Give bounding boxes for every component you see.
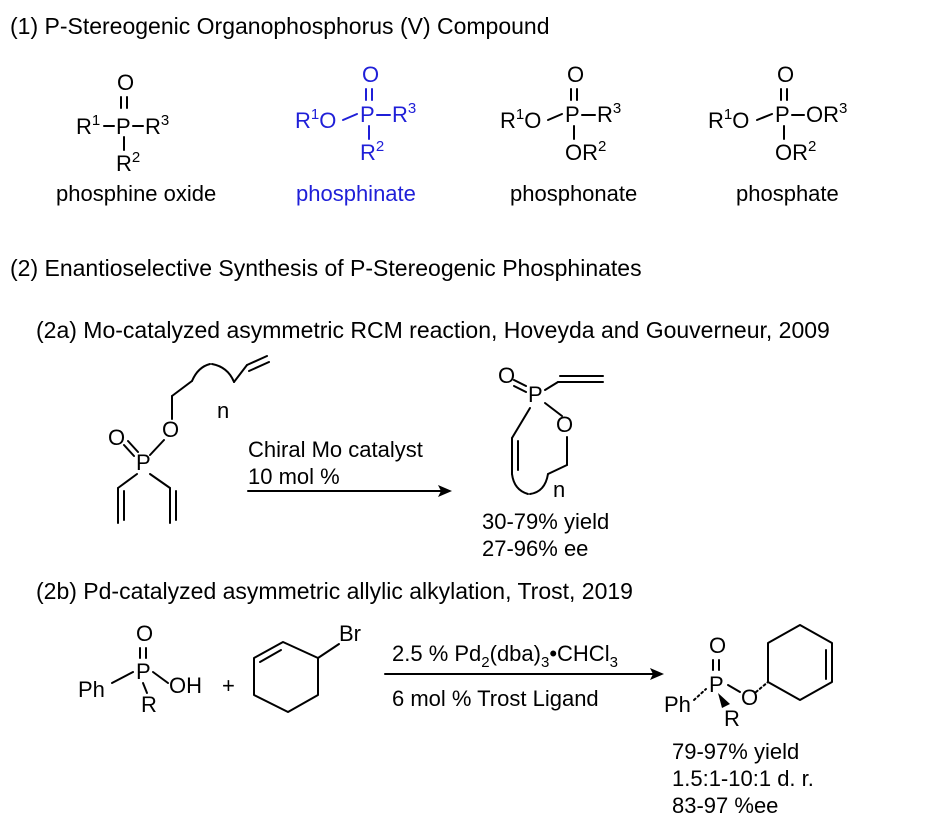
svg-text:R: R — [724, 706, 740, 731]
svg-text:n: n — [217, 398, 229, 423]
svg-text:R2: R2 — [360, 138, 384, 165]
rcm-product-structure: O P O n — [498, 363, 604, 502]
aaa-result-dr: 1.5:1-10:1 d. r. — [672, 766, 814, 791]
svg-text:n: n — [553, 477, 565, 502]
phosphinic-acid-structure: O P Ph OH R — [78, 621, 202, 717]
aaa-result-ee: 83-97 %ee — [672, 793, 778, 818]
compound-label-phosphonate: phosphonate — [510, 181, 637, 206]
svg-text:Ph: Ph — [78, 677, 105, 702]
svg-text:O: O — [777, 62, 794, 87]
compound-label-phosphate: phosphate — [736, 181, 839, 206]
svg-text:O: O — [498, 363, 515, 388]
svg-text:O: O — [117, 70, 134, 95]
compound-label-phosphine-oxide: phosphine oxide — [56, 181, 216, 206]
aaa-reaction-arrow — [384, 668, 664, 680]
svg-text:R2: R2 — [116, 149, 140, 176]
compound-label-phosphinate: phosphinate — [296, 181, 416, 206]
svg-text:R1O: R1O — [500, 106, 541, 133]
section2b-title: (2b) Pd-catalyzed asymmetric allylic alk… — [36, 578, 633, 604]
svg-text:OR2: OR2 — [775, 138, 816, 165]
aaa-result-yield: 79-97% yield — [672, 739, 799, 764]
svg-text:O: O — [136, 621, 153, 646]
svg-text:P: P — [136, 450, 151, 475]
svg-text:R3: R3 — [597, 100, 621, 127]
svg-text:P: P — [565, 102, 580, 127]
aaa-condition-ligand: 6 mol % Trost Ligand — [392, 686, 599, 711]
svg-text:P: P — [360, 102, 375, 127]
aaa-condition-catalyst: 2.5 % Pd2(dba)3•CHCl3 — [392, 641, 618, 671]
svg-text:P: P — [528, 382, 543, 407]
svg-text:O: O — [108, 425, 125, 450]
svg-text:O: O — [362, 62, 379, 87]
svg-text:P: P — [709, 672, 724, 697]
section2-title: (2) Enantioselective Synthesis of P-Ster… — [10, 255, 642, 281]
rcm-result-yield: 30-79% yield — [482, 509, 609, 534]
rcm-reaction-arrow — [247, 485, 452, 497]
svg-text:OH: OH — [169, 673, 202, 698]
phosphonate-structure: O R1O P R3 OR2 — [500, 62, 621, 165]
phosphine-oxide-structure: O R1 P R3 R2 — [76, 70, 169, 176]
svg-text:R: R — [141, 692, 157, 717]
svg-text:R1: R1 — [76, 112, 100, 139]
phosphate-structure: O R1O P OR3 OR2 — [708, 62, 847, 165]
plus-sign: + — [222, 673, 235, 698]
svg-text:O: O — [162, 417, 179, 442]
bromocyclohexene-structure: Br — [253, 621, 361, 713]
svg-text:P: P — [116, 114, 131, 139]
svg-text:Br: Br — [339, 621, 361, 646]
rcm-substrate-structure: O P O n — [108, 355, 270, 524]
svg-text:R3: R3 — [392, 100, 416, 127]
section2a-title: (2a) Mo-catalyzed asymmetric RCM reactio… — [36, 317, 830, 343]
svg-text:P: P — [136, 659, 151, 684]
svg-text:R1O: R1O — [708, 106, 749, 133]
rcm-result-ee: 27-96% ee — [482, 536, 588, 561]
svg-text:OR3: OR3 — [806, 100, 847, 127]
svg-text:R3: R3 — [145, 112, 169, 139]
section1-title: (1) P-Stereogenic Organophosphorus (V) C… — [10, 13, 550, 39]
svg-text:OR2: OR2 — [565, 138, 606, 165]
rcm-condition-catalyst: Chiral Mo catalyst — [248, 437, 423, 462]
svg-text:R1O: R1O — [295, 106, 336, 133]
phosphinate-structure: O R1O P R3 R2 — [295, 62, 416, 165]
aaa-product-structure: O P Ph R O — [664, 624, 833, 731]
rcm-condition-loading: 10 mol % — [248, 464, 340, 489]
svg-text:O: O — [741, 685, 758, 710]
svg-text:P: P — [775, 102, 790, 127]
svg-text:Ph: Ph — [664, 692, 691, 717]
svg-text:O: O — [567, 62, 584, 87]
svg-text:O: O — [709, 633, 726, 658]
svg-text:O: O — [556, 412, 573, 437]
